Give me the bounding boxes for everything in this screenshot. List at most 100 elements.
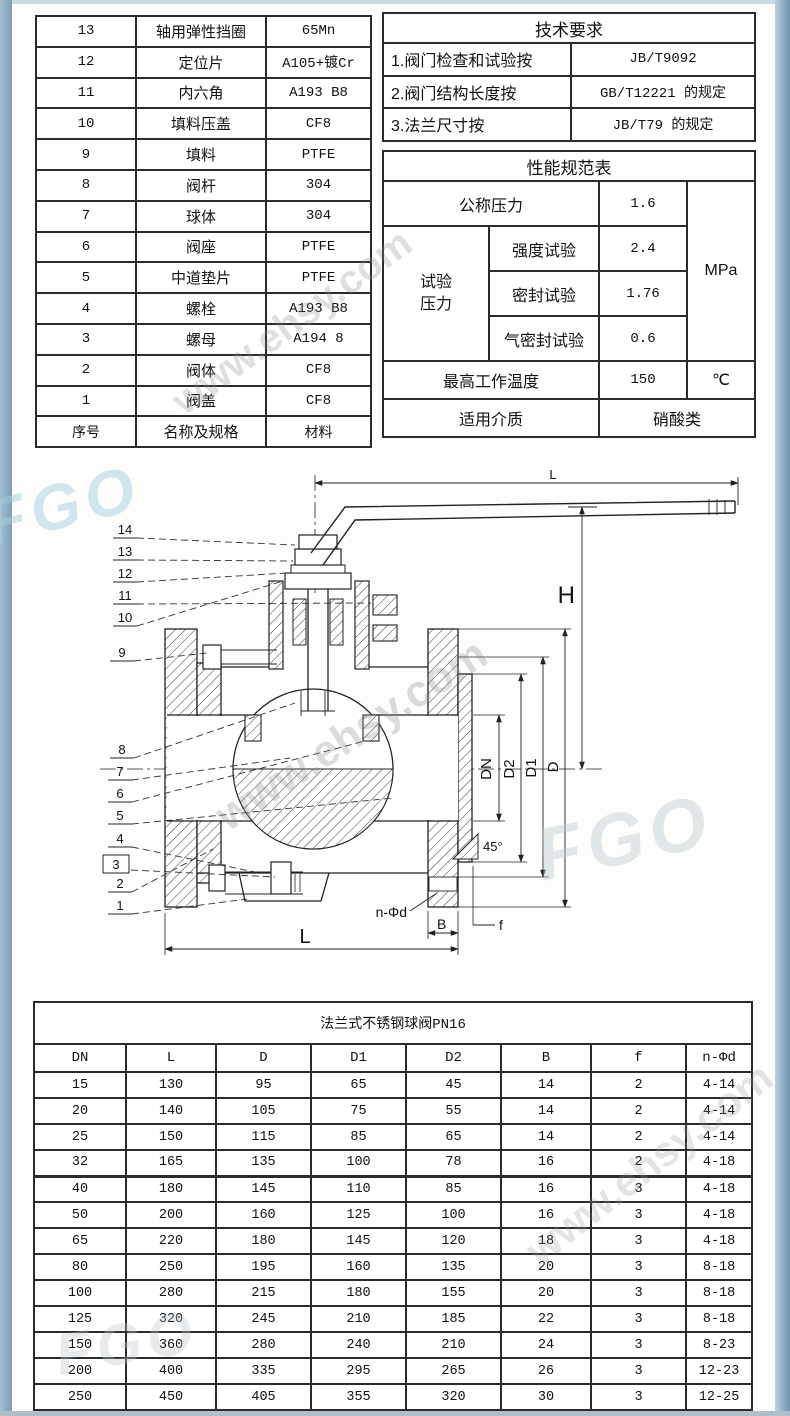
table-cell: 8 (35, 168, 137, 202)
table-cell: 100 (405, 1201, 502, 1229)
table-cell: 180 (125, 1175, 217, 1203)
header-material: 材料 (265, 415, 372, 449)
medium-value: 硝酸类 (598, 398, 756, 438)
table-cell: 200 (33, 1357, 127, 1385)
col-dn: DN (33, 1043, 127, 1073)
max-temp-label: 最高工作温度 (382, 360, 600, 400)
tech-item-label: 2.阀门结构长度按 (382, 74, 572, 110)
callout-2: 2 (116, 876, 123, 891)
tech-item-value: JB/T79 的规定 (570, 107, 756, 142)
table-cell: 80 (33, 1253, 127, 1281)
table-cell: 7 (35, 199, 137, 233)
table-cell: 9 (35, 138, 137, 171)
callout-1: 1 (116, 898, 123, 913)
table-cell: 2 (590, 1071, 687, 1099)
table-cell: 55 (405, 1097, 502, 1125)
col-nphid: n-Φd (684, 1043, 754, 1073)
col-d2: D2 (405, 1043, 502, 1073)
table-cell: A105+镀Cr (265, 45, 372, 79)
dim-label-d1: D1 (523, 758, 540, 777)
col-l: L (125, 1043, 217, 1073)
dim-label-angle: 45° (483, 839, 503, 854)
dim-label-d2: D2 (501, 759, 518, 778)
dims-title-row: 法兰式不锈钢球阀PN16 (32, 1001, 754, 1045)
table-cell: A193 B8 (265, 292, 372, 325)
table-cell: 95 (215, 1071, 312, 1099)
table-cell: 210 (405, 1331, 502, 1359)
table-cell: 8-18 (684, 1279, 754, 1307)
test-value: 1.76 (598, 270, 688, 317)
dim-label-body-length: L (299, 926, 310, 948)
perf-title-row: 性能规范表 (382, 150, 756, 182)
table-cell: 145 (310, 1227, 407, 1255)
table-cell: 3 (590, 1175, 687, 1203)
callout-3: 3 (112, 857, 119, 872)
table-cell: 265 (405, 1357, 502, 1385)
table-cell: 30 (500, 1383, 592, 1411)
dimension-lines: L H DN D2 D1 D 45° n-Φd B (164, 467, 739, 955)
tech-title-row: 技术要求 (382, 12, 756, 44)
tech-item-value: JB/T9092 (570, 42, 756, 77)
table-cell: 405 (215, 1383, 312, 1411)
table-cell: 填料 (135, 138, 267, 171)
table-cell: 16 (500, 1149, 592, 1178)
table-cell: 4-18 (684, 1201, 754, 1229)
table-cell: 12-25 (684, 1383, 754, 1411)
table-cell: 50 (33, 1201, 127, 1229)
table-cell: 14 (500, 1123, 592, 1151)
table-cell: 5 (35, 261, 137, 295)
stem-assembly (284, 534, 398, 712)
table-cell: 阀盖 (135, 384, 267, 418)
table-cell: 150 (33, 1331, 127, 1359)
test-pressure-label: 试验压力 (382, 225, 490, 362)
table-cell: 3 (590, 1279, 687, 1307)
table-cell: 4-18 (684, 1175, 754, 1203)
table-cell: 20 (500, 1279, 592, 1307)
table-cell: PTFE (265, 138, 372, 171)
table-cell: 25 (33, 1123, 127, 1151)
dim-label-bolt-holes: n-Φd (376, 904, 407, 920)
table-cell: 130 (125, 1071, 217, 1099)
table-row: 试验压力 强度试验 2.4 (382, 225, 755, 362)
table-cell: 65 (405, 1123, 502, 1151)
table-cell: 32 (33, 1149, 127, 1178)
table-cell: 280 (215, 1331, 312, 1359)
tech-title: 技术要求 (382, 12, 756, 44)
table-cell: 轴用弹性挡圈 (135, 15, 267, 48)
table-cell: 阀杆 (135, 168, 267, 202)
table-cell: 335 (215, 1357, 312, 1385)
table-cell: 210 (310, 1305, 407, 1333)
table-cell: 18 (500, 1227, 592, 1255)
table-cell: 8-18 (684, 1253, 754, 1281)
table-cell: 40 (33, 1175, 127, 1203)
table-cell: 100 (310, 1149, 407, 1178)
page-border-left (0, 0, 12, 1416)
header-seq: 序号 (35, 415, 137, 449)
table-cell: 3 (590, 1357, 687, 1385)
test-value: 0.6 (598, 315, 688, 362)
pressure-unit: MPa (686, 180, 756, 362)
table-cell: 球体 (135, 199, 267, 233)
col-d: D (215, 1043, 312, 1073)
table-cell: 200 (125, 1201, 217, 1229)
table-cell: 阀体 (135, 353, 267, 387)
table-cell: 245 (215, 1305, 312, 1333)
table-cell: 304 (265, 199, 372, 233)
table-cell: 24 (500, 1331, 592, 1359)
table-cell: 180 (310, 1279, 407, 1307)
table-cell: 160 (310, 1253, 407, 1281)
table-cell: 阀座 (135, 230, 267, 264)
callout-box-3 (102, 854, 130, 874)
temp-unit: ℃ (686, 360, 756, 400)
table-cell: 78 (405, 1149, 502, 1178)
